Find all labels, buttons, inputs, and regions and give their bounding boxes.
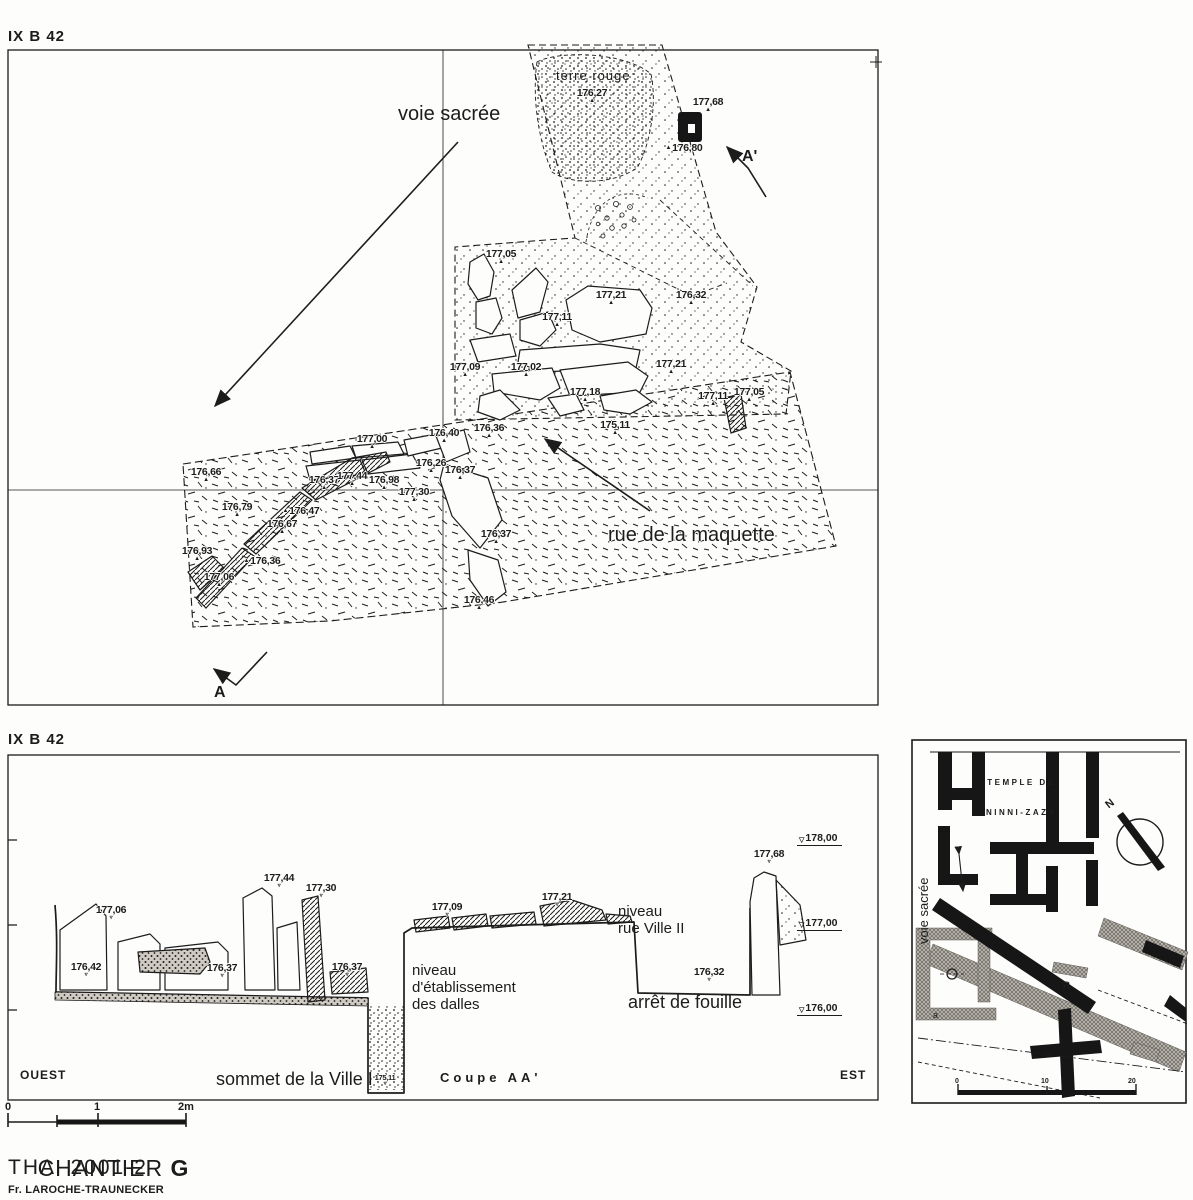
plan-voie-sacree-label: voie sacrée <box>398 103 501 125</box>
elevation-point: 177,68▲ <box>692 96 724 114</box>
elevation-point: 176,37▲ <box>444 464 476 482</box>
footer-author: Fr. LAROCHE-TRAUNECKER <box>8 1184 164 1196</box>
elevation-point: 177,21▿ <box>541 891 573 909</box>
elevation-point: 177,21▲ <box>655 358 687 376</box>
section-east-label: EST <box>840 1068 867 1082</box>
elevation-point: 177,21▲ <box>595 289 627 307</box>
datum-line-label: ▽176,00 <box>797 1002 842 1016</box>
elevation-point: 177,06▿ <box>95 904 127 922</box>
elevation-point: 177,09▿ <box>431 901 463 919</box>
datum-line-label: ▽177,00 <box>797 917 842 931</box>
elevation-point: 177,02▲ <box>510 361 542 379</box>
elevation-point: 176,79▲ <box>221 501 253 519</box>
section-drawing <box>7 754 879 1101</box>
footer-campaign: THA 2001-2 <box>8 1156 148 1179</box>
section-stones <box>59 871 807 1003</box>
inset-temple-label: TEMPLE DE NINNI-ZAZA <box>986 778 1057 817</box>
section-sheet-label: IX B 42 <box>8 731 66 748</box>
elevation-point: 176,93▲ <box>181 545 213 563</box>
elevation-point: 176,32▲ <box>675 289 707 307</box>
inset-scale-10: 10 <box>1041 1078 1049 1085</box>
inset-door-a-label: a <box>933 1010 939 1020</box>
footer-scale-1: 1 <box>94 1101 101 1113</box>
elevation-point: 176,66▲ <box>190 466 222 484</box>
elevation-point: 176,36▲ <box>473 422 505 440</box>
black-stone-feature <box>678 112 702 142</box>
elevation-point: 177,05▲ <box>485 248 517 266</box>
plan-stones <box>187 253 747 609</box>
inset-voie-sacree-label: voie sacrée <box>916 877 931 944</box>
section-line-end-label: A' <box>742 148 758 165</box>
elevation-point: 177,05▲ <box>733 386 765 404</box>
plan-sheet-label: IX B 42 <box>8 28 66 45</box>
inset-scale-0: 0 <box>955 1078 959 1085</box>
section-caption: Coupe AA' <box>440 1070 542 1085</box>
elevation-point: 176,27▲ <box>576 87 608 105</box>
elevation-point: 177,11▲ <box>698 390 728 408</box>
elevation-point: 176,37▿ <box>206 962 238 980</box>
elevation-point: ▲176,36 <box>243 555 281 567</box>
elevation-point: 177,09▲ <box>449 361 481 379</box>
elevation-point: 177,44▿ <box>263 872 295 890</box>
elevation-point: 175,11▿ <box>374 1073 396 1088</box>
inset-room-r-label: R <box>1062 978 1071 992</box>
elevation-point: 176,98▲ <box>368 474 400 492</box>
plan-arrows <box>212 141 767 687</box>
elevation-point: 177,30▿ <box>305 882 337 900</box>
north-compass-icon <box>1116 812 1165 871</box>
elevation-point: 176,42▿ <box>70 961 102 979</box>
inset-map-drawing <box>911 739 1189 1104</box>
elevation-point: 176,37▲ <box>480 528 512 546</box>
elevation-point: 177,00▲ <box>356 433 388 451</box>
elevation-point: 176,46▲ <box>463 594 495 612</box>
footer-title: CHANTIER G <box>37 1155 190 1181</box>
footer-scale-2m: 2m <box>178 1101 194 1113</box>
elevation-point: 177,30▲ <box>398 486 430 504</box>
elevation-point: 175,11▲ <box>600 419 630 437</box>
elevation-point: 176,67▲ <box>266 518 298 536</box>
elevation-point: ▲176,80 <box>665 142 703 154</box>
section-west-label: OUEST <box>20 1068 67 1082</box>
footer-scale-0: 0 <box>5 1101 12 1113</box>
elevation-point: 176,26▲ <box>415 457 447 475</box>
elevation-point: 176,37▿ <box>331 961 363 979</box>
section-note: sommet de la Ville I <box>216 1069 373 1089</box>
footer-scale-bar <box>7 1113 187 1127</box>
elevation-point: 177,18▲ <box>569 386 601 404</box>
elevation-point: ▲176,47 <box>282 505 320 517</box>
section-note: arrêt de fouille <box>628 992 743 1012</box>
elevation-point: 177,06▲ <box>203 571 235 589</box>
elevation-point: 177,44▲ <box>336 470 368 488</box>
datum-line-label: ▽178,00 <box>797 832 842 846</box>
elevation-point: 176,37▲ <box>308 474 340 492</box>
elevation-point: 176,40▲ <box>428 427 460 445</box>
elevation-point: 176,32▿ <box>693 966 725 984</box>
section-line-start-label: A <box>214 684 226 701</box>
elevation-point: 177,11▲ <box>542 311 572 329</box>
plan-rue-maquette-label: rue de la maquette <box>608 524 775 546</box>
plan-drawing <box>7 44 882 706</box>
inset-scale-20: 20 <box>1128 1078 1136 1085</box>
elevation-point: 177,68▿ <box>753 848 785 866</box>
inset-scale-bar <box>957 1084 1137 1095</box>
plan-terre-rouge-label: terre rouge <box>556 68 631 83</box>
